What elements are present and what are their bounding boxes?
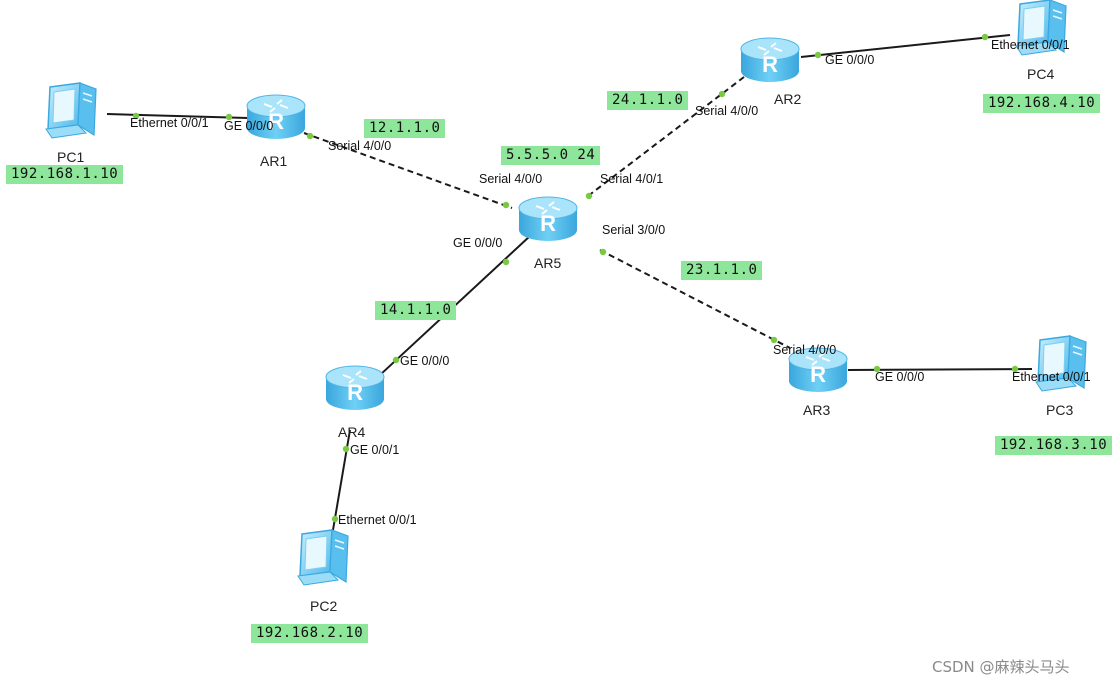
port-label-ar2-serial: Serial 4/0/0 <box>695 104 759 118</box>
port-dot-pc1 <box>132 112 140 120</box>
port-label-ar3-serial: Serial 4/0/0 <box>773 343 837 357</box>
network-label-24: 24.1.1.0 <box>607 91 689 110</box>
port-dot-ar5-s401 <box>585 192 593 200</box>
router-icon-ar2[interactable] <box>740 37 800 83</box>
port-label-ar5-s300: Serial 3/0/0 <box>602 223 666 237</box>
port-label-ar3-ge: GE 0/0/0 <box>875 370 925 384</box>
port-label-ar1-serial: Serial 4/0/0 <box>328 139 392 153</box>
port-dot-ar4-ge0 <box>392 356 400 364</box>
port-dot-ar5-s400 <box>502 201 510 209</box>
port-dot-ar4-ge1 <box>342 445 350 453</box>
port-dot-ar2-s <box>718 90 726 98</box>
network-label-14: 14.1.1.0 <box>375 301 457 320</box>
port-dot-ar5-s300 <box>599 248 607 256</box>
watermark: CSDN @麻辣头马头 <box>932 658 1070 676</box>
port-dot-ar5-ge <box>502 258 510 266</box>
router-icon-ar4[interactable] <box>325 365 385 411</box>
port-label-ar5-ge: GE 0/0/0 <box>453 236 503 250</box>
device-label-ar5: AR5 <box>534 255 562 271</box>
link-ar5-ar3 <box>599 249 791 349</box>
port-dot-pc3 <box>1011 365 1019 373</box>
port-label-ar5-s400: Serial 4/0/0 <box>479 172 543 186</box>
network-label-12: 12.1.1.0 <box>364 119 446 138</box>
link-pc1-ar1 <box>106 113 249 119</box>
link-ar1-ar5 <box>303 132 513 209</box>
port-label-pc3-eth: Ethernet 0/0/1 <box>1012 370 1091 384</box>
port-label-pc4-eth: Ethernet 0/0/1 <box>991 38 1070 52</box>
port-dot-ar3-ge <box>873 365 881 373</box>
port-dots <box>132 33 1019 523</box>
port-dot-ar1-s <box>306 132 314 140</box>
device-label-pc1: PC1 <box>57 149 85 165</box>
device-label-pc4: PC4 <box>1027 66 1055 82</box>
port-label-ar2-ge: GE 0/0/0 <box>825 53 875 67</box>
device-label-pc2: PC2 <box>310 598 338 614</box>
network-label-23: 23.1.1.0 <box>681 261 763 280</box>
device-label-ar3: AR3 <box>803 402 831 418</box>
port-label-ar4-ge1: GE 0/0/1 <box>350 443 400 457</box>
ip-label-pc3: 192.168.3.10 <box>995 436 1113 455</box>
port-label-ar5-s401: Serial 4/0/1 <box>600 172 664 186</box>
port-label-ar1-ge: GE 0/0/0 <box>224 119 274 133</box>
ip-label-pc1: 192.168.1.10 <box>6 165 124 184</box>
device-label-pc3: PC3 <box>1046 402 1074 418</box>
port-label-pc2-eth: Ethernet 0/0/1 <box>338 513 417 527</box>
port-dot-ar2-ge <box>814 51 822 59</box>
pc-icon-pc1[interactable] <box>45 82 97 139</box>
router-icon-ar5[interactable] <box>518 196 578 242</box>
device-label-ar4: AR4 <box>338 424 366 440</box>
device-label-ar1: AR1 <box>260 153 288 169</box>
link-ar2-ar5 <box>587 76 745 197</box>
port-label-pc1-eth: Ethernet 0/0/1 <box>130 116 209 130</box>
ip-label-pc2: 192.168.2.10 <box>251 624 369 643</box>
port-dot-ar1-ge <box>225 113 233 121</box>
pc-icon-pc2[interactable] <box>297 529 349 586</box>
port-dot-pc4 <box>981 33 989 41</box>
link-ar2-pc4 <box>800 34 1011 58</box>
network-label-5: 5.5.5.0 24 <box>501 146 601 165</box>
ip-label-pc4: 192.168.4.10 <box>983 94 1101 113</box>
port-dot-ar3-s <box>770 336 778 344</box>
port-dot-pc2 <box>331 515 339 523</box>
port-label-ar4-ge0: GE 0/0/0 <box>400 354 450 368</box>
device-label-ar2: AR2 <box>774 91 802 107</box>
